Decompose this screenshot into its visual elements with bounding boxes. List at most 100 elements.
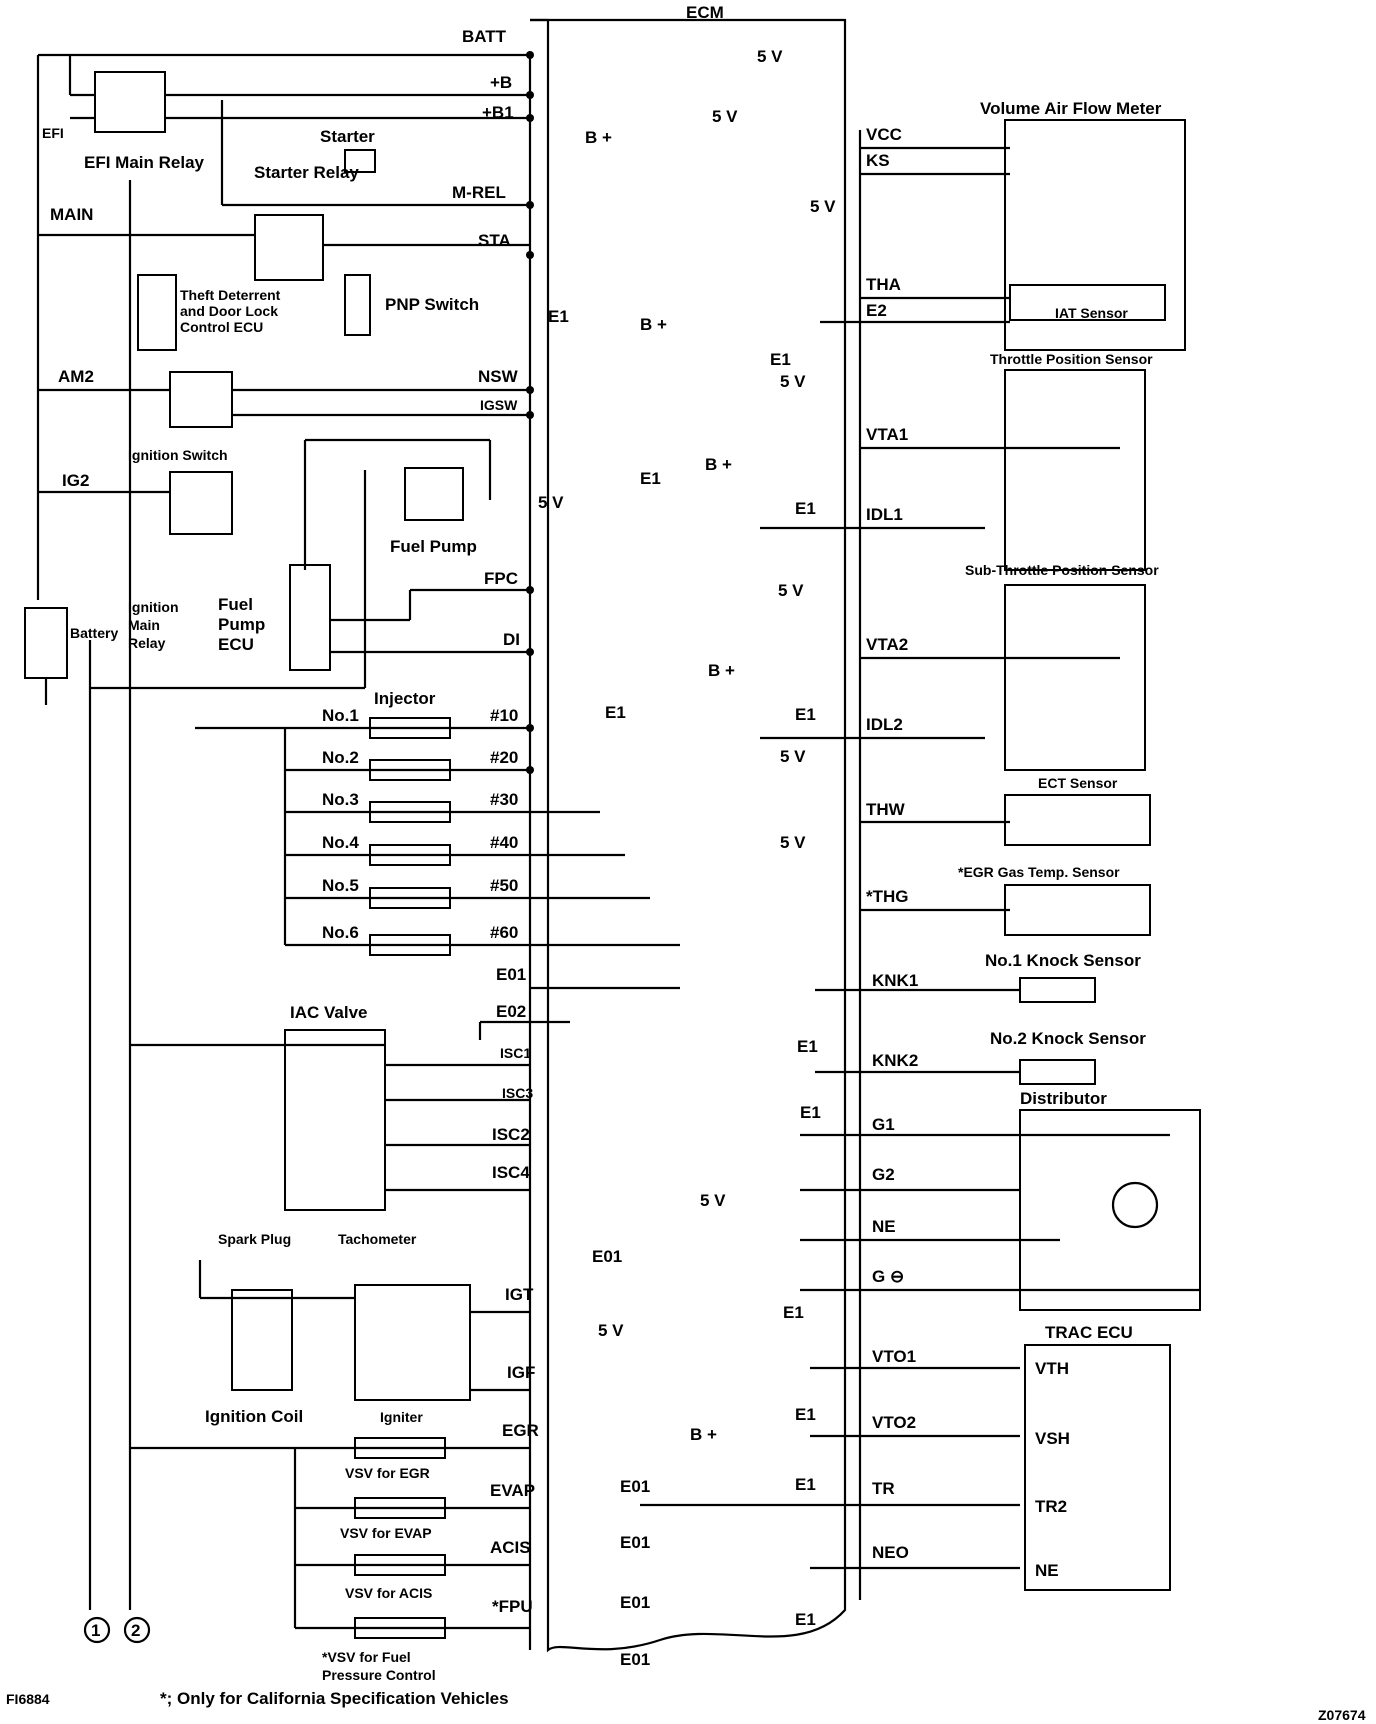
injector-3-label: No.3 — [322, 790, 359, 809]
pin-idl1: IDL1 — [866, 505, 903, 524]
pin-vta2: VTA2 — [866, 635, 908, 654]
pin-20: #20 — [490, 748, 518, 767]
ig2-fuse-label: IG2 — [62, 471, 89, 490]
efi-main-relay-label: EFI Main Relay — [84, 153, 205, 172]
injector-6-label: No.6 — [322, 923, 359, 942]
vsv-acis-label: VSV for ACIS — [345, 1585, 432, 1601]
pin-e01: E01 — [496, 965, 526, 984]
ignition-main-relay-label-3: Relay — [128, 635, 166, 651]
ignition-main-relay-label-1: Ignition — [128, 599, 179, 615]
knock-sensor-2-label: No.2 Knock Sensor — [990, 1029, 1146, 1048]
pin-plus-b1: +B1 — [482, 103, 514, 122]
e1-label-6: E1 — [795, 705, 816, 724]
ecm-title: ECM — [686, 3, 724, 22]
e1-label-11: E1 — [795, 1475, 816, 1494]
pin-di: DI — [503, 630, 520, 649]
vsv-egr — [354, 1437, 446, 1459]
e01-label-1: E01 — [592, 1247, 622, 1266]
pin-g1: G1 — [872, 1115, 895, 1134]
injector-2-label: No.2 — [322, 748, 359, 767]
pin-isc4: ISC4 — [492, 1163, 530, 1182]
distributor-label: Distributor — [1020, 1089, 1107, 1108]
distributor-box — [1019, 1109, 1201, 1311]
pin-e2: E2 — [866, 301, 887, 320]
egr-temp-sensor-label: *EGR Gas Temp. Sensor — [958, 864, 1120, 880]
v5-label-8: 5 V — [780, 833, 806, 852]
pin-vto2: VTO2 — [872, 1413, 916, 1432]
vaf-meter-box — [1004, 119, 1186, 351]
e1-label-4: E1 — [795, 499, 816, 518]
ignition-switch — [169, 371, 233, 428]
v5-label-1: 5 V — [757, 47, 783, 66]
iac-valve-box — [284, 1029, 386, 1211]
trac-pin-vth: VTH — [1035, 1359, 1069, 1378]
egr-temp-sensor-box — [1004, 884, 1151, 936]
e1-label-3: E1 — [640, 469, 661, 488]
e1-label-1: E1 — [548, 307, 569, 326]
fuel-pump-ecu-label-2: Pump — [218, 615, 265, 634]
injector-5 — [369, 887, 451, 909]
e1-label-5: E1 — [605, 703, 626, 722]
spark-plug-label: Spark Plug — [218, 1231, 291, 1247]
pin-sta: STA — [478, 231, 511, 250]
vsv-evap — [354, 1497, 446, 1519]
pin-vto1: VTO1 — [872, 1347, 916, 1366]
e1-label-12: E1 — [795, 1610, 816, 1629]
pin-nsw: NSW — [478, 367, 519, 386]
trac-pin-tr2: TR2 — [1035, 1497, 1067, 1516]
fuel-pump-box — [404, 467, 464, 521]
theft-ecu-label-2: and Door Lock — [180, 303, 278, 319]
theft-ecu-label-1: Theft Deterrent — [180, 287, 281, 303]
theft-ecu-label-3: Control ECU — [180, 319, 263, 335]
bplus-label-3: B + — [705, 455, 732, 474]
sub-tps-box — [1004, 584, 1146, 771]
pin-thw: THW — [866, 800, 906, 819]
ecm-outline — [530, 18, 847, 1653]
fuel-pump-ecu-label-1: Fuel — [218, 595, 253, 614]
e01-label-4: E01 — [620, 1593, 650, 1612]
pin-vcc: VCC — [866, 125, 902, 144]
v5-label-9: 5 V — [700, 1191, 726, 1210]
knock-sensor-2 — [1019, 1059, 1096, 1085]
vsv-fpc — [354, 1617, 446, 1639]
sub-tps-label: Sub-Throttle Position Sensor — [965, 562, 1159, 578]
starter-icon — [344, 149, 376, 173]
vsv-evap-label: VSV for EVAP — [340, 1525, 432, 1541]
e1-label-7: E1 — [797, 1037, 818, 1056]
connector-2-label: 2 — [131, 1621, 140, 1640]
v5-label-5: 5 V — [538, 493, 564, 512]
pin-g-minus: G ⊖ — [872, 1267, 904, 1286]
ignition-coil-box — [231, 1289, 293, 1391]
pnp-switch-label: PNP Switch — [385, 295, 479, 314]
pin-plus-b: +B — [490, 73, 512, 92]
pin-e02: E02 — [496, 1002, 526, 1021]
pin-g2: G2 — [872, 1165, 895, 1184]
battery-icon — [24, 607, 68, 679]
pin-knk2: KNK2 — [872, 1051, 918, 1070]
v5-label-2: 5 V — [712, 107, 738, 126]
injector-3 — [369, 801, 451, 823]
igniter-label: Igniter — [380, 1409, 423, 1425]
pin-idl2: IDL2 — [866, 715, 903, 734]
battery-label: Battery — [70, 625, 118, 641]
pin-60: #60 — [490, 923, 518, 942]
pin-30: #30 — [490, 790, 518, 809]
pin-50: #50 — [490, 876, 518, 895]
ect-sensor-label: ECT Sensor — [1038, 775, 1118, 791]
ignition-main-relay-label-2: Main — [128, 617, 160, 633]
trac-pin-vsh: VSH — [1035, 1429, 1070, 1448]
bplus-label-4: B + — [708, 661, 735, 680]
injector-2 — [369, 759, 451, 781]
e1-label-8: E1 — [800, 1103, 821, 1122]
bplus-label-5: B + — [690, 1425, 717, 1444]
v5-label-4: 5 V — [780, 372, 806, 391]
vsv-fpc-label-1: *VSV for Fuel — [322, 1649, 411, 1665]
am2-fuse-label: AM2 — [58, 367, 94, 386]
pin-knk1: KNK1 — [872, 971, 918, 990]
injector-1-label: No.1 — [322, 706, 359, 725]
e01-label-2: E01 — [620, 1477, 650, 1496]
pin-ne: NE — [872, 1217, 896, 1236]
ignition-coil-label: Ignition Coil — [205, 1407, 303, 1426]
connector-1-label: 1 — [91, 1621, 100, 1640]
pin-acis: ACIS — [490, 1538, 531, 1557]
